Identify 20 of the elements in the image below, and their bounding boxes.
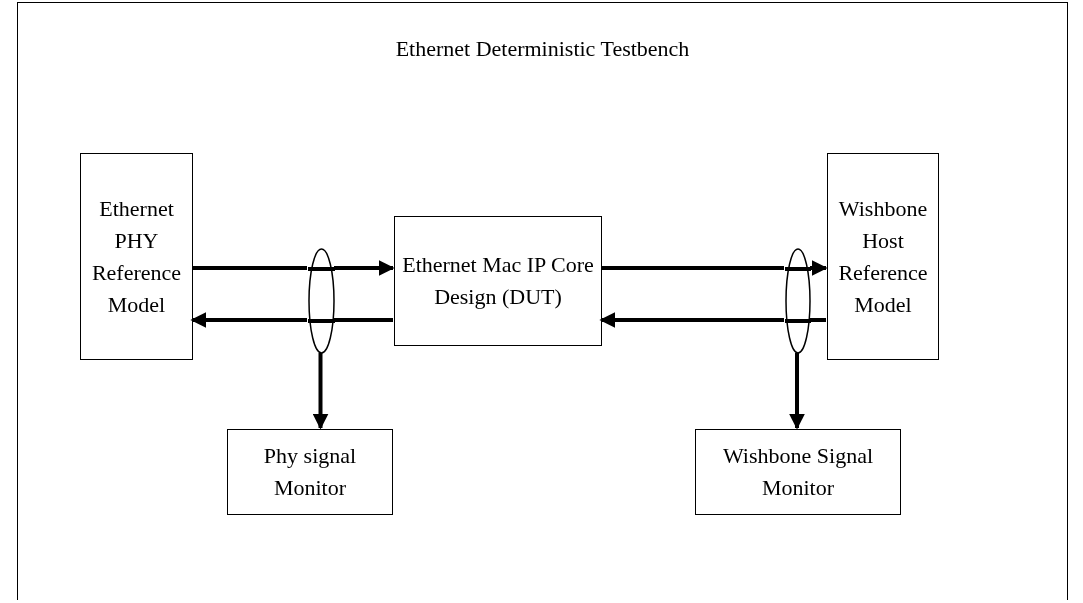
frame-heading: Ethernet Deterministic Testbench [394,35,691,63]
block-label: Ethernet Mac IP Core Design (DUT) [401,251,595,311]
bus-ellipse [785,248,811,354]
block-box [827,153,939,360]
arrow [312,353,329,430]
arrow [599,312,784,328]
block-box [80,153,193,360]
block-label: Phy signal Monitor [262,442,358,502]
arrow [334,260,395,276]
arrow [789,353,805,430]
arrow [810,260,828,276]
bus-ellipse [308,248,335,354]
block-box [227,429,393,515]
arrow [190,312,307,328]
block-box [695,429,901,515]
block-label: Wishbone Signal Monitor [721,442,874,502]
block-label: Ethernet PHY Reference Model [90,194,183,319]
block-label: Wishbone Host Reference Model [837,194,929,319]
block-box [394,216,602,346]
testbench-frame [17,2,1068,600]
